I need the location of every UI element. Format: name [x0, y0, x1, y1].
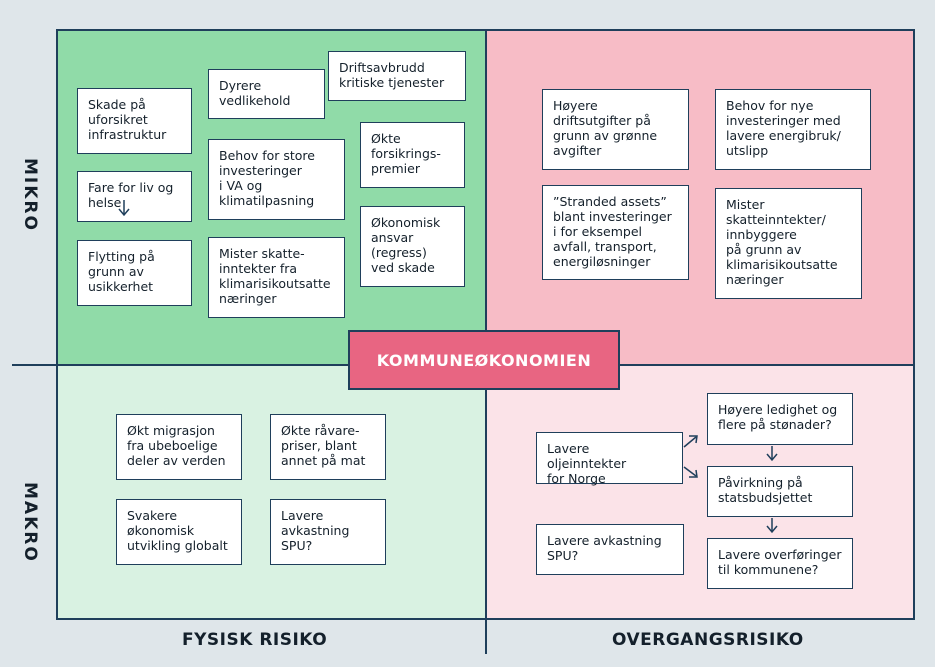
- box-mister-skatteinntekter-fysisk: Mister skatte- inntekter fra klimarisiko…: [208, 237, 345, 318]
- box-lavere-avkastning-spu-overgang: Lavere avkastning SPU?: [536, 524, 684, 575]
- box-mister-skatteinntekter-overgang: Mister skatteinntekter/ innbyggere på gr…: [715, 188, 862, 299]
- axis-label-makro: MAKRO: [20, 482, 40, 563]
- box-lavere-oljeinntekter: Lavere oljeinntekter for Norge: [536, 432, 683, 486]
- box-lavere-avkastning-spu-fysisk: Lavere avkastning SPU?: [270, 499, 386, 565]
- box-okte-ravarepriser: Økte råvare- priser, blant annet på mat: [270, 414, 386, 480]
- box-svakere-okonomisk-utvikling: Svakere økonomisk utvikling globalt: [116, 499, 242, 565]
- box-hoyere-ledighet: Høyere ledighet og flere på stønader?: [707, 393, 853, 445]
- box-pavirkning-statsbudsjettet: Påvirkning på statsbudsjettet: [707, 466, 853, 517]
- box-driftsavbrudd: Driftsavbrudd kritiske tjenester: [328, 51, 466, 101]
- box-flytting: Flytting på grunn av usikkerhet: [77, 240, 192, 306]
- box-dyrere-vedlikehold: Dyrere vedlikehold: [208, 69, 325, 119]
- box-behov-store-investeringer: Behov for store investeringer i VA og kl…: [208, 139, 345, 220]
- box-fare-for-liv-og-helse: Fare for liv og helse: [77, 171, 192, 222]
- box-lavere-overforinger: Lavere overføringer til kommunene?: [707, 538, 853, 589]
- quadrant-fysisk-makro: [56, 364, 487, 620]
- box-okt-migrasjon: Økt migrasjon fra ubeboelige deler av ve…: [116, 414, 242, 480]
- box-skade-uforsikret-infrastruktur: Skade på uforsikret infrastruktur: [77, 88, 192, 154]
- axis-label-mikro: MIKRO: [20, 158, 40, 232]
- vertical-divider: [485, 618, 487, 654]
- center-label-kommuneokonomien: KOMMUNEØKONOMIEN: [348, 330, 620, 390]
- box-behov-nye-investeringer: Behov for nye investeringer med lavere e…: [715, 89, 871, 170]
- axis-label-overgangsrisiko: OVERGANGSRISIKO: [612, 630, 804, 650]
- box-stranded-assets: ”Stranded assets” blant investeringer i …: [542, 185, 689, 280]
- box-hoyere-driftsutgifter: Høyere driftsutgifter på grunn av grønne…: [542, 89, 689, 170]
- box-okonomisk-ansvar: Økonomisk ansvar (regress) ved skade: [360, 206, 465, 287]
- box-okte-forsikringspremier: Økte forsikrings- premier: [360, 122, 465, 188]
- axis-label-fysisk-risiko: FYSISK RISIKO: [182, 630, 328, 650]
